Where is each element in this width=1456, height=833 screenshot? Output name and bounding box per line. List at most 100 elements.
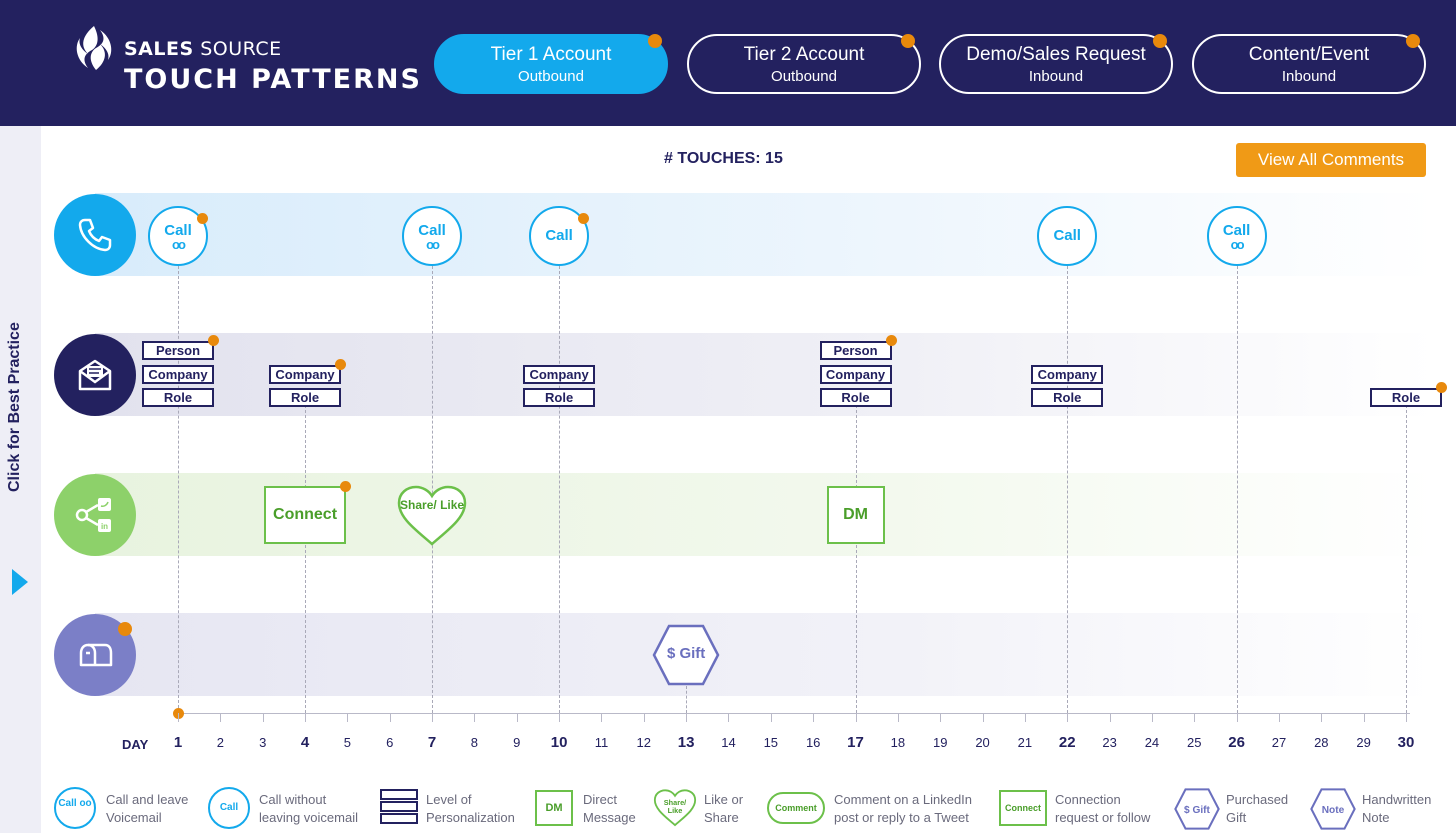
comment-dot[interactable]: [1406, 34, 1420, 48]
day-gridline: [1236, 266, 1238, 713]
axis-tick: [1406, 713, 1407, 722]
svg-text:Like: Like: [668, 806, 683, 815]
comment-dot[interactable]: [208, 335, 219, 346]
sidebar-label: Click for Best Practice: [6, 322, 23, 492]
axis-tick: [897, 713, 899, 722]
axis-tick: [1067, 713, 1069, 722]
comment-dot[interactable]: [340, 481, 352, 492]
voicemail-icon: oo: [426, 237, 440, 252]
axis-tick: [1109, 713, 1111, 722]
email-level-role[interactable]: Role: [1031, 388, 1104, 407]
axis-tick: [516, 713, 518, 722]
comment-dot[interactable]: [1436, 382, 1447, 393]
email-level-company[interactable]: Company: [269, 364, 342, 384]
gift-marker[interactable]: $ Gift: [652, 624, 720, 686]
svg-text:Note: Note: [1322, 805, 1345, 816]
day-label: 30: [1397, 734, 1415, 751]
call-marker[interactable]: Call: [1037, 206, 1098, 266]
email-level-person[interactable]: Person: [819, 341, 892, 360]
comment-dot[interactable]: [197, 213, 208, 224]
day-label: 22: [1058, 734, 1076, 751]
comment-dot[interactable]: [901, 34, 915, 48]
call-label: Call: [164, 222, 192, 239]
legend-personalization-text: Level of Personalization: [426, 792, 515, 825]
axis-tick: [601, 713, 603, 722]
legend-call-voicemail-icon: Call oo: [54, 787, 96, 829]
axis-tick: [1194, 713, 1196, 722]
tab-sublabel: Inbound: [1281, 68, 1337, 85]
axis-tick: [432, 713, 434, 722]
axis-tick: [1278, 713, 1280, 722]
axis-tick: [1363, 713, 1365, 722]
day-gridline: [1067, 266, 1069, 713]
day-label: 9: [513, 735, 521, 750]
personalization-levels-icon: [380, 789, 418, 824]
comment-dot[interactable]: [118, 622, 132, 636]
header-bar: SALES SOURCE TOUCH PATTERNS Tier 1 Accou…: [0, 0, 1456, 126]
comment-dot[interactable]: [335, 358, 347, 370]
legend-note-text: Handwritten Note: [1362, 792, 1432, 825]
legend-call-voicemail-text: Call and leave Voicemail: [106, 792, 189, 825]
comment-dot[interactable]: [1153, 34, 1167, 48]
email-level-role[interactable]: Role: [269, 388, 342, 407]
legend-call-icon: Call: [208, 787, 250, 829]
legend-gift-text: Purchased Gift: [1226, 792, 1289, 825]
share-like-marker[interactable]: Share/ Like: [396, 484, 468, 548]
axis-tick: [1151, 713, 1153, 722]
email-level-company[interactable]: Company: [142, 364, 214, 384]
email-lane-icon: [54, 334, 136, 416]
day-label: 26: [1228, 734, 1245, 751]
day-gridline: [432, 266, 434, 713]
call-label: Call: [418, 222, 446, 239]
email-level-role[interactable]: Role: [819, 388, 892, 407]
legend-icon-label: Call oo: [58, 798, 92, 809]
view-all-comments-button[interactable]: View All Comments: [1236, 143, 1426, 177]
legend-connect-icon: Connect: [999, 790, 1047, 826]
email-level-role[interactable]: Role: [142, 388, 214, 407]
day-gridline: [559, 266, 561, 713]
comment-dot[interactable]: [648, 34, 662, 48]
tab-sublabel: Outbound: [518, 68, 584, 85]
day-label: 24: [1144, 735, 1160, 750]
email-level-role[interactable]: Role: [523, 388, 596, 407]
email-level-person[interactable]: Person: [142, 341, 214, 360]
social-dm-marker[interactable]: DM: [826, 486, 885, 544]
comment-dot[interactable]: [578, 213, 590, 224]
email-level-role[interactable]: Role: [1370, 388, 1442, 407]
axis-tick: [262, 713, 264, 722]
axis-tick: [940, 713, 942, 722]
tab-label: Content/Event: [1248, 44, 1370, 65]
tab-tier-1-account[interactable]: Tier 1 Account Outbound: [434, 34, 668, 94]
day-label: 5: [343, 735, 351, 750]
email-level-company[interactable]: Company: [819, 364, 892, 384]
legend-dm-text: Direct Message: [583, 792, 636, 825]
day-gridline: [178, 266, 179, 713]
social-lane-icon: in: [54, 474, 136, 556]
best-practice-sidebar[interactable]: Click for Best Practice: [0, 126, 41, 833]
tab-tier-2-account[interactable]: Tier 2 Account Outbound: [687, 34, 921, 94]
email-level-company[interactable]: Company: [1031, 364, 1104, 384]
tab-demo-sales-request[interactable]: Demo/Sales Request Inbound: [939, 34, 1173, 94]
tab-label: Tier 1 Account: [490, 44, 612, 65]
voicemail-icon: oo: [1230, 237, 1245, 252]
day-label: 13: [677, 734, 695, 751]
social-connect-marker[interactable]: Connect: [264, 486, 347, 544]
comment-dot[interactable]: [885, 335, 897, 346]
axis-tick: [982, 713, 984, 722]
call-label: Call: [545, 227, 573, 244]
tab-content-event[interactable]: Content/Event Inbound: [1192, 34, 1426, 94]
day-label: 8: [470, 735, 479, 750]
day-label: 4: [300, 734, 310, 751]
email-level-company[interactable]: Company: [523, 364, 596, 384]
brand-name: SALES SOURCE: [124, 38, 282, 60]
day-label: 17: [847, 734, 864, 751]
day-label: 28: [1314, 735, 1329, 750]
day-label: 23: [1102, 735, 1117, 750]
axis-title: DAY: [122, 737, 149, 752]
day-label: 7: [427, 734, 437, 751]
axis-tick: [305, 713, 307, 722]
expand-arrow-icon[interactable]: [12, 569, 28, 595]
voicemail-icon: oo: [172, 237, 186, 252]
